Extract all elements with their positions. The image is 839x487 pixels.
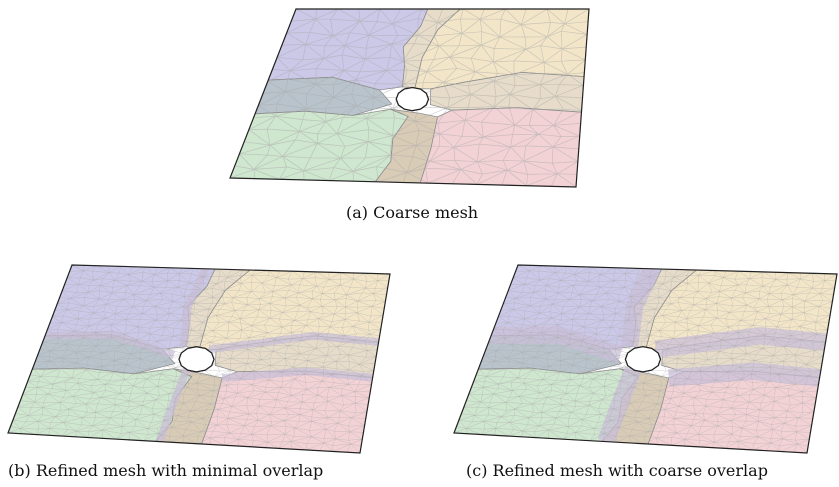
hole (624, 345, 662, 373)
overlap-band (597, 366, 642, 445)
overlap-band (620, 265, 660, 348)
domain-border (229, 8, 590, 188)
coarse-mesh-diagram (229, 8, 590, 188)
overlap-band (668, 362, 821, 387)
caption-b: (b) Refined mesh with minimal overlap (8, 461, 324, 480)
overlap-band (208, 331, 379, 354)
overlap-band (155, 367, 191, 443)
domain-border (453, 264, 838, 454)
overlap-band (179, 267, 210, 347)
overlap-band (654, 327, 827, 358)
refined-minimal-overlap-diagram (7, 264, 391, 454)
hole (395, 86, 430, 112)
panel-c-mesh (452, 263, 839, 455)
domain-border (7, 264, 391, 454)
overlap-band (221, 367, 373, 382)
panel-b-mesh (6, 263, 392, 455)
refined-coarse-overlap-diagram (453, 264, 838, 454)
subdomain-green (230, 108, 409, 183)
caption-c: (c) Refined mesh with coarse overlap (466, 461, 768, 480)
caption-a: (a) Coarse mesh (346, 203, 479, 222)
panel-a-mesh (228, 8, 592, 188)
hole (178, 346, 215, 373)
mesh-lines (230, 9, 589, 187)
